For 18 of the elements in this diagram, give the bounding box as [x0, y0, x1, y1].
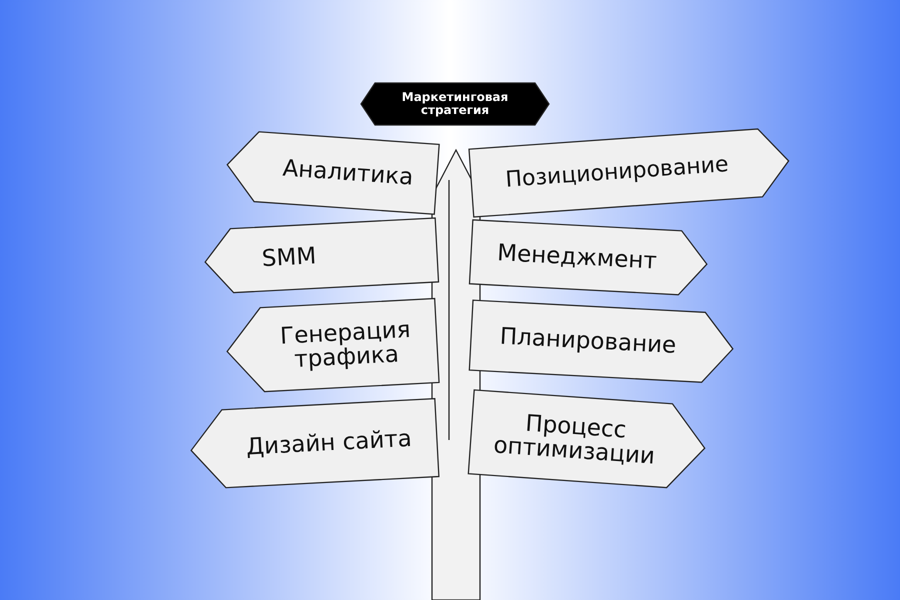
- sign-label: Процесс оптимизации: [492, 410, 657, 470]
- sign-label: Планирование: [499, 324, 677, 358]
- sign-label: SMM: [261, 244, 317, 272]
- direction-sign: [189, 398, 439, 490]
- sign-label: Маркетинговая стратегия: [400, 91, 510, 117]
- direction-sign: [203, 218, 439, 294]
- direction-sign: [469, 220, 709, 296]
- direction-sign: [469, 300, 735, 384]
- sign-label: Позиционирование: [504, 154, 730, 192]
- direction-sign: [224, 298, 440, 394]
- direction-sign: [224, 130, 440, 214]
- direction-sign: [469, 127, 791, 217]
- sign-label: Дизайн сайта: [246, 426, 412, 460]
- sign-label: Генерация трафика: [278, 316, 412, 374]
- sign-label: Аналитика: [282, 156, 414, 190]
- title-sign: [361, 83, 549, 125]
- direction-sign: [468, 390, 708, 490]
- sign-label: Менеджмент: [496, 241, 658, 274]
